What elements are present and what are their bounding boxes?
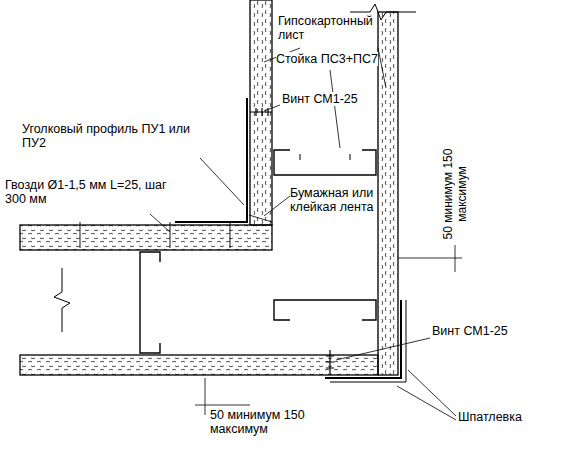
dimension-text: 50 минимум 150 максимум [441, 129, 469, 259]
sheet-label: Гипсокартонный лист [278, 14, 398, 42]
sheet-label: Гипсокартонный лист [278, 14, 373, 42]
corner-profile-label: Уголковый профиль ПУ1 или ПУ2 [22, 122, 190, 150]
screw-label: Винт СМ1-25 [432, 324, 508, 338]
putty-label: Шпатлевка [458, 410, 522, 424]
dimension-text: 50 минимум 150 максимум [210, 408, 305, 436]
screw-label: Винт СМ1-25 [282, 92, 392, 106]
corner-profile-label: Уголковый профиль ПУ1 или ПУ2 [22, 122, 207, 150]
dimension-text: 50 минимум 150 максимум [210, 408, 320, 436]
screw-label: Винт СМ1-25 [432, 324, 542, 338]
nail-label: Гвозди Ø1-1,5 мм L=25, шаг 300 мм [5, 178, 180, 206]
nail-label: Гвозди Ø1-1,5 мм L=25, шаг 300 мм [5, 178, 167, 206]
screw-label: Винт СМ1-25 [282, 92, 358, 106]
dimension-text: 50 минимум 150 максимум [441, 149, 469, 240]
stud-label: Стойка ПС3+ПС7 [276, 52, 401, 66]
tape-label: Бумажная или клейкая лента [290, 186, 373, 214]
tape-label: Бумажная или клейкая лента [290, 186, 390, 214]
putty-label: Шпатлевка [458, 410, 568, 424]
stud-label: Стойка ПС3+ПС7 [276, 52, 378, 66]
